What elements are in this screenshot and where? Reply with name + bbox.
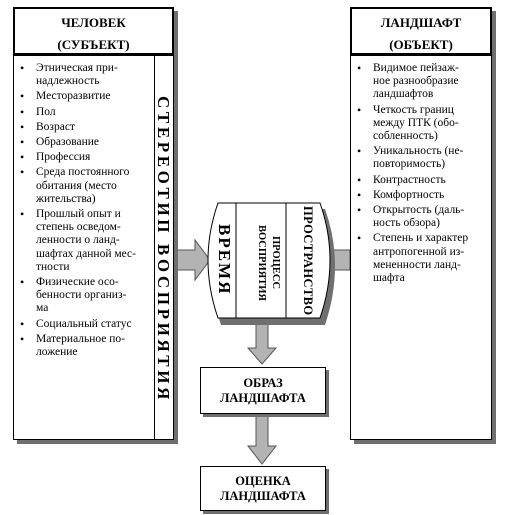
arrow-left-to-process <box>171 238 211 282</box>
object-factor-item-line: Четкость границ <box>373 103 454 116</box>
subject-factor-item: Физические осо-бенности организ-ма <box>14 276 154 316</box>
arrow-process-to-image <box>246 321 278 365</box>
object-factor-item-line: Контрастность <box>373 173 446 186</box>
object-header-subtitle: (ОБЪЕКТ) <box>389 37 453 52</box>
object-factor-item-line: Степень и характер <box>373 232 469 245</box>
landscape-image-line2: ЛАНДШАФТА <box>220 390 306 405</box>
object-factor-item-line: ное разнообразие <box>373 75 459 88</box>
object-factor-item-line: между ПТК (обо- <box>373 116 459 129</box>
subject-factor-item-line: Возраст <box>36 120 75 133</box>
object-factor-item-line: собленность) <box>373 130 438 143</box>
object-factor-item: Открытость (даль-ность обзора) <box>351 204 491 230</box>
process-label: ПРОЦЕСС ВОСПРИЯТИЯ <box>256 225 281 301</box>
subject-factor-item-line: Социальный статус <box>36 317 132 330</box>
object-factor-item-line: антропогенной из- <box>373 245 465 258</box>
subject-factor-item-line: жительства) <box>36 192 96 205</box>
object-factors-list: Видимое пейзаж-ное разнообразиеландшафто… <box>351 62 491 287</box>
subject-factors-box: Этническая при-надлежностьМесторазвитиеП… <box>13 55 174 440</box>
object-factor-item-line: Уникальность (не- <box>373 145 464 158</box>
subject-factor-item: Месторазвитие <box>14 90 154 103</box>
subject-factor-item-line: надлежность <box>36 75 100 88</box>
stereotype-label: СТЕРЕОТИП ВОСПРИЯТИЯ <box>154 95 173 403</box>
object-factor-item-line: мененности ланд- <box>373 258 461 271</box>
landscape-rating-line1: ОЦЕНКА <box>235 473 291 488</box>
landscape-image-line1: ОБРАЗ <box>243 375 283 390</box>
space-label: ПРОСТРАНСТВО <box>301 206 315 316</box>
subject-factor-item-line: Образование <box>36 136 100 149</box>
arrow-image-to-rating <box>246 413 278 465</box>
object-factor-item: Контрастность <box>351 174 491 187</box>
object-factor-item: Видимое пейзаж-ное разнообразиеландшафто… <box>351 62 491 102</box>
subject-factor-item-line: обитания (место <box>36 179 117 192</box>
object-factor-item: Уникальность (не-повторимость) <box>351 145 491 171</box>
landscape-image-box: ОБРАЗ ЛАНДШАФТА <box>200 367 326 414</box>
object-factor-item-line: повторимость) <box>373 158 446 171</box>
subject-factor-item-line: Месторазвитие <box>36 90 111 103</box>
subject-factor-item-line: Среда постоянного <box>36 166 130 179</box>
subject-factor-item-line: Профессия <box>36 151 91 164</box>
object-factor-item-line: ность обзора) <box>373 217 440 230</box>
subject-factor-item-line: Прошлый опыт и <box>36 208 121 221</box>
subject-factor-item: Социальный статус <box>14 318 154 331</box>
subject-factor-item-line: ложение <box>36 346 78 359</box>
landscape-rating-line2: ЛАНДШАФТА <box>220 488 306 503</box>
subject-header-title: ЧЕЛОВЕК <box>61 15 126 30</box>
subject-factor-item-line: ма <box>36 302 49 315</box>
stereotype-strip <box>154 56 174 439</box>
subject-factor-item: Материальное по-ложение <box>14 333 154 359</box>
subject-factor-item: Пол <box>14 106 154 119</box>
subject-factor-item-line: ленности о ланд- <box>36 234 120 247</box>
landscape-rating-box: ОЦЕНКА ЛАНДШАФТА <box>200 466 326 511</box>
subject-header-box: ЧЕЛОВЕК (СУБЪЕКТ) <box>13 7 174 55</box>
subject-factor-item: Этническая при-надлежность <box>14 62 154 88</box>
subject-factor-item-line: шафтах данной мес- <box>36 247 136 260</box>
subject-factor-item-line: Этническая при- <box>36 62 118 74</box>
subject-factor-item-line: степень осведом- <box>36 221 121 234</box>
subject-header-subtitle: (СУБЪЕКТ) <box>57 37 130 52</box>
object-header-title: ЛАНДШАФТ <box>380 15 462 30</box>
object-factors-box: Видимое пейзаж-ное разнообразиеландшафто… <box>350 55 492 440</box>
object-factor-item-line: Комфортность <box>373 188 445 201</box>
subject-factor-item: Возраст <box>14 121 154 134</box>
subject-factor-item: Профессия <box>14 151 154 164</box>
subject-factor-item-line: бенности организ- <box>36 289 127 302</box>
object-factor-item-line: ландшафтов <box>373 88 434 101</box>
object-factor-item-line: Открытость (даль- <box>373 204 465 217</box>
process-drum <box>207 202 331 319</box>
subject-factors-list: Этническая при-надлежностьМесторазвитиеП… <box>14 62 154 361</box>
object-factor-item-line: Видимое пейзаж- <box>373 62 459 74</box>
subject-factor-item: Образование <box>14 136 154 149</box>
subject-factor-item-line: Материальное по- <box>36 332 126 345</box>
subject-factor-item-line: Пол <box>36 105 56 118</box>
subject-factor-item-line: Физические осо- <box>36 276 119 289</box>
subject-factor-item-line: тности <box>36 260 70 273</box>
object-factor-item-line: шафта <box>373 272 405 285</box>
object-factor-item: Комфортность <box>351 189 491 202</box>
object-header-box: ЛАНДШАФТ (ОБЪЕКТ) <box>350 7 492 55</box>
time-label: ВРЕМЯ <box>215 224 234 296</box>
